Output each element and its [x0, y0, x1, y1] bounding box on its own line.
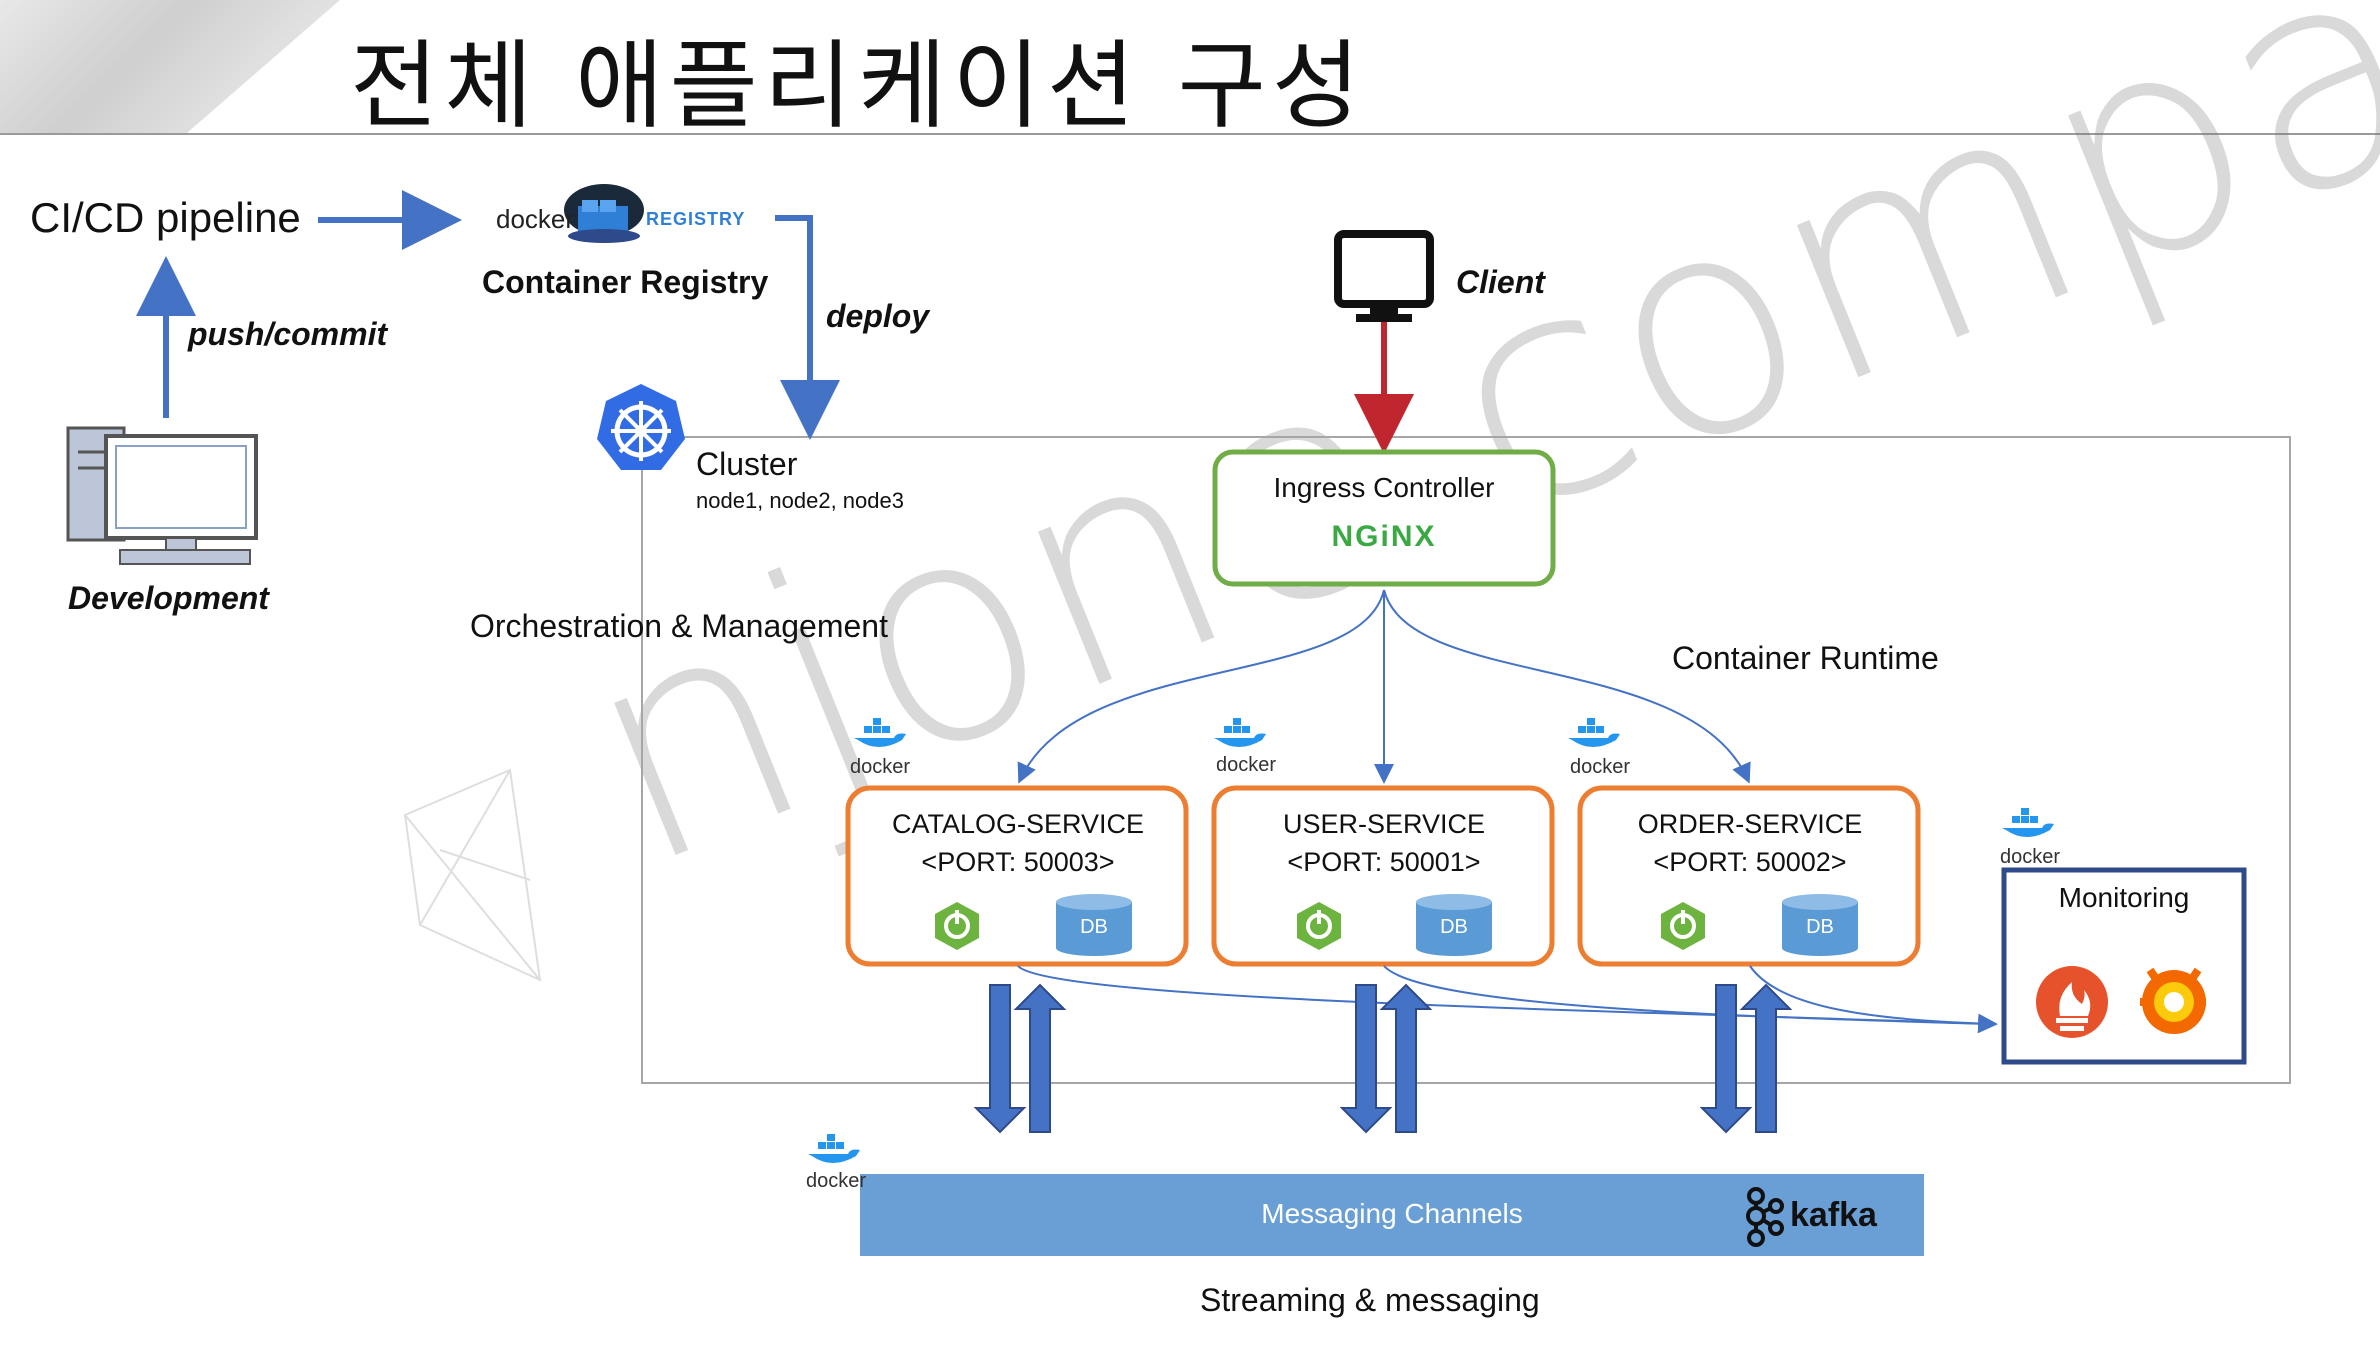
grafana-icon	[2140, 967, 2206, 1034]
docker-whale-icon	[1568, 718, 1620, 747]
user-service-port: <PORT: 50001>	[1287, 847, 1481, 877]
cicd-pipeline-label: CI/CD pipeline	[30, 194, 301, 241]
order-db-label: DB	[1806, 916, 1834, 938]
title-divider	[0, 133, 2380, 135]
prometheus-icon	[2036, 966, 2108, 1038]
order-to-monitoring-line	[1749, 965, 1998, 1034]
docker-whale-icon	[808, 1134, 860, 1163]
orchestration-label: Orchestration & Management	[470, 608, 888, 644]
monitoring-box	[2001, 867, 2247, 1065]
docker-whale-icon	[854, 718, 906, 747]
ingress-to-catalog-line	[1017, 589, 1385, 784]
user-to-monitoring-line	[1383, 965, 1991, 1025]
cluster-frame	[641, 436, 2291, 1084]
container-registry-label: Container Registry	[482, 264, 769, 300]
user-kafka-arrows	[1339, 983, 1433, 1134]
spring-boot-icon	[935, 902, 979, 950]
ingress-controller-label: Ingress Controller	[1273, 472, 1495, 503]
user-db-label: DB	[1440, 916, 1468, 938]
development-label: Development	[68, 580, 269, 616]
docker-label: docker	[1216, 754, 1277, 776]
registry-logo-text: REGISTRY	[646, 209, 746, 229]
catalog-to-monitoring-line	[1017, 965, 1991, 1025]
kubernetes-icon	[597, 384, 685, 470]
polygon-logo	[403, 768, 542, 982]
database-icon	[1056, 894, 1132, 956]
push-commit-label: push/commit	[188, 316, 388, 352]
client-label: Client	[1456, 264, 1545, 300]
deploy-arrow	[775, 215, 840, 440]
order-service-port: <PORT: 50002>	[1653, 847, 1847, 877]
kafka-icon	[1746, 1187, 1784, 1247]
cluster-label: Cluster	[696, 446, 798, 482]
docker-whale-icon	[2002, 808, 2054, 837]
streaming-messaging-label: Streaming & messaging	[1200, 1282, 1540, 1318]
user-service-name: USER-SERVICE	[1282, 809, 1486, 839]
development-computer-icon	[66, 426, 258, 565]
catalog-kafka-arrows	[973, 983, 1067, 1134]
catalog-service-name: CATALOG-SERVICE	[891, 809, 1145, 839]
messaging-channels-label: Messaging Channels	[1261, 1198, 1523, 1229]
docker-registry-icon	[564, 184, 644, 243]
ingress-to-order-line	[1383, 589, 1751, 784]
order-kafka-arrows	[1699, 983, 1793, 1134]
spring-boot-icon	[1661, 902, 1705, 950]
docker-logo-text: docker	[496, 204, 575, 234]
spring-boot-icon	[1297, 902, 1341, 950]
catalog-db-label: DB	[1080, 916, 1108, 938]
docker-label: docker	[806, 1170, 867, 1192]
deploy-label: deploy	[826, 298, 930, 334]
ingress-controller-box	[1212, 449, 1556, 587]
monitoring-label: Monitoring	[2058, 882, 2190, 913]
order-service-name: ORDER-SERVICE	[1637, 809, 1863, 839]
cluster-nodes-label: node1, node2, node3	[696, 488, 904, 513]
client-monitor-icon	[1334, 230, 1434, 322]
page-title: 전체 애플리케이션 구성	[350, 30, 1367, 142]
docker-label: docker	[850, 756, 911, 778]
container-runtime-label: Container Runtime	[1672, 640, 1939, 676]
nginx-logo: NGiNX	[1331, 520, 1437, 553]
docker-label: docker	[2000, 846, 2061, 868]
docker-whale-icon	[1214, 718, 1266, 747]
database-icon	[1416, 894, 1492, 956]
kafka-label: kafka	[1790, 1196, 1877, 1234]
catalog-service-port: <PORT: 50003>	[921, 847, 1115, 877]
docker-label: docker	[1570, 756, 1631, 778]
database-icon	[1782, 894, 1858, 956]
